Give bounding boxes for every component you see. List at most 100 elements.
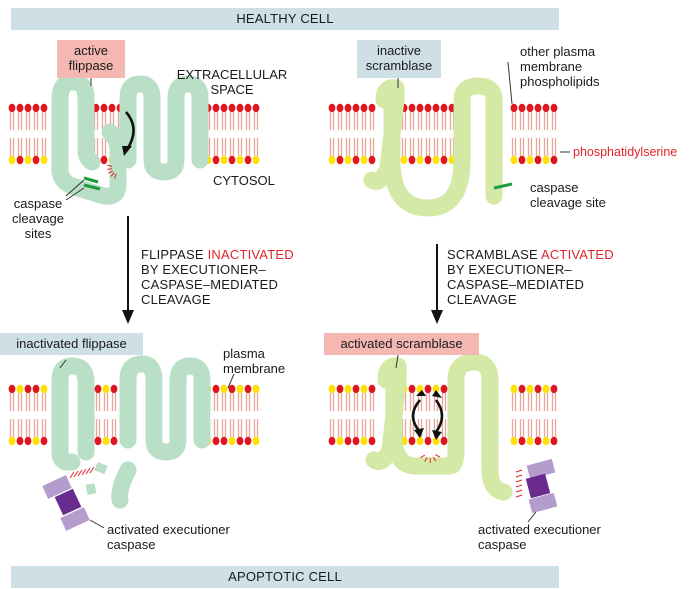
plasma-membrane-line2: membrane	[223, 361, 286, 376]
lipid-bilayer-segment	[8, 384, 48, 446]
phospholipid-head	[368, 384, 376, 394]
scramblase-body	[383, 77, 503, 217]
scramble-arrowhead	[432, 390, 442, 398]
phospholipid-head	[424, 436, 432, 446]
phosphatidylserine-head	[344, 155, 352, 165]
phosphatidylserine-head	[526, 384, 534, 394]
caspase-activity-tick	[515, 489, 523, 493]
phosphatidylserine-head	[40, 384, 48, 394]
phosphatidylserine-head	[8, 436, 16, 446]
burst-tick	[432, 456, 437, 462]
phosphatidylserine-head	[416, 155, 424, 165]
phosphatidylserine-head	[24, 155, 32, 165]
caspase-activity-tick	[81, 468, 87, 476]
phospholipid-head	[542, 103, 550, 113]
executioner-left-line2: caspase	[107, 537, 156, 552]
caspase-activity-tick	[515, 484, 523, 488]
left-caption-prefix: FLIPPASE	[141, 247, 208, 262]
phospholipid-head	[424, 384, 432, 394]
healthy-cell-banner: HEALTHY CELL	[11, 8, 559, 30]
phospholipid-head	[236, 103, 244, 113]
phospholipid-head	[518, 436, 526, 446]
flippase-helix	[51, 73, 101, 171]
phospholipid-head	[16, 155, 24, 165]
phospholipid-head	[534, 103, 542, 113]
phospholipid-head	[416, 103, 424, 113]
lipid-bilayer-segment	[204, 103, 260, 165]
phosphatidylserine-head	[360, 155, 368, 165]
caspase-activity-tick	[85, 467, 91, 475]
phosphatidylserine-head	[542, 384, 550, 394]
scramble-arrowhead	[416, 390, 426, 396]
cleavage-sites-line1: caspase	[13, 196, 63, 211]
annotation-marks	[42, 61, 570, 531]
cleavage-site-mark	[493, 182, 513, 190]
burst-tick	[424, 457, 428, 462]
phospholipid-head	[32, 103, 40, 113]
phosphatidylserine-head	[510, 384, 518, 394]
phosphatidylserine-head	[526, 436, 534, 446]
phosphatidylserine-head	[252, 384, 260, 394]
other-phospholipids-label: other plasma membrane phospholipids	[520, 44, 600, 89]
phosphatidylserine-head	[252, 436, 260, 446]
down-arrowhead-right	[431, 310, 443, 324]
phospholipid-head	[244, 103, 252, 113]
inactive-scramblase-tag: inactive scramblase	[357, 40, 441, 78]
phosphatidylserine-head	[542, 436, 550, 446]
phospholipid-head	[110, 384, 118, 394]
phospholipid-head	[550, 384, 558, 394]
inactive-scramblase-tag-line1: inactive	[376, 43, 422, 58]
phospholipid-head	[32, 384, 40, 394]
phospholipid-head	[518, 384, 526, 394]
right-arrow-caption: SCRAMBLASE ACTIVATED BY EXECUTIONER– CAS…	[447, 247, 614, 307]
phospholipid-head	[534, 436, 542, 446]
cleavage-site-mark	[83, 176, 99, 184]
caspase-cleavage-sites-label: caspase cleavage sites	[6, 196, 70, 241]
phospholipid-head	[16, 103, 24, 113]
phosphatidylserine-head	[542, 155, 550, 165]
phosphatidylserine-head	[344, 384, 352, 394]
cleaved-flippase-body	[111, 355, 211, 509]
left-caption-highlight: INACTIVATED	[207, 247, 294, 262]
phospholipid-head	[424, 103, 432, 113]
phosphatidylserine-head	[236, 155, 244, 165]
lipid-bilayer-segment	[328, 103, 376, 165]
active-flippase-tag-line2: flippase	[68, 58, 114, 73]
flippase-loop	[51, 91, 127, 205]
phospholipid-head	[94, 436, 102, 446]
phospholipid-head	[336, 384, 344, 394]
phospholipid-head	[408, 436, 416, 446]
burst-tick	[435, 454, 441, 458]
phosphatidylserine-head	[8, 155, 16, 165]
leader-line	[65, 179, 85, 197]
caspase-subunit-light	[60, 507, 90, 531]
phospholipid-head	[228, 155, 236, 165]
left-caption-line1: FLIPPASE INACTIVATED	[141, 247, 294, 262]
right-caption-highlight: ACTIVATED	[540, 247, 614, 262]
leader-line	[59, 359, 67, 369]
phospholipid-head	[518, 155, 526, 165]
inactive-scramblase-tag-line2: scramblase	[365, 58, 433, 73]
phospholipid-head	[228, 384, 236, 394]
phospholipid-head	[408, 103, 416, 113]
phospholipid-head	[24, 103, 32, 113]
phosphatidylserine-head	[228, 436, 236, 446]
caspase-activity-tick	[73, 470, 79, 478]
phospholipid-head	[344, 436, 352, 446]
phosphatidylserine-head	[400, 155, 408, 165]
phospholipid-head	[110, 436, 118, 446]
burst-tick	[110, 172, 115, 177]
phospholipid-head	[352, 436, 360, 446]
phospholipid-head	[252, 103, 260, 113]
phospholipid-head	[220, 436, 228, 446]
executioner-left-line1: activated executioner	[107, 522, 230, 537]
phosphatidylserine-head	[328, 155, 336, 165]
phospholipid-head	[352, 103, 360, 113]
phospholipid-head	[424, 155, 432, 165]
scramble-arrowhead	[432, 430, 442, 440]
phospholipid-head	[550, 103, 558, 113]
phospholipid-head	[344, 103, 352, 113]
phospholipid-head	[368, 103, 376, 113]
active-flippase-tag: active flippase	[57, 40, 125, 78]
phosphatidylserine-head	[360, 384, 368, 394]
